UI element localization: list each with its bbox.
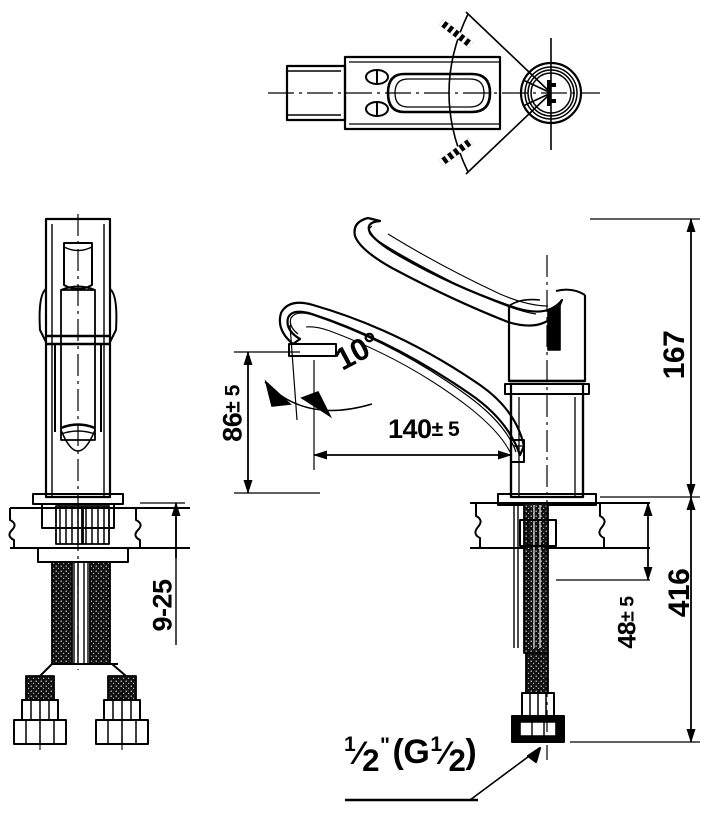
front-view-group (278, 216, 650, 802)
spout-height-value: 86 (217, 412, 248, 442)
deck-thickness-value: 9-25 (147, 579, 178, 632)
dimension-deck-thickness: 9-25 (147, 551, 178, 661)
annotation-thread-size: 1 ⁄ 2 " (G 1 ⁄ 2 ) (344, 733, 477, 779)
height-above-deck-value: 167 (658, 330, 691, 380)
shank-length-tolerance: ± 5 (616, 596, 639, 622)
spout-height-tolerance: ± 5 (221, 385, 245, 413)
thread-g-denominator: 2 (448, 743, 466, 779)
dimension-spout-reach: 140± 5 (388, 414, 460, 444)
spout-reach-value: 140 (388, 414, 432, 444)
dimension-lines-group (140, 218, 700, 743)
top-view-group (268, 11, 600, 175)
dimension-shank-length: 48± 5 (613, 573, 642, 673)
total-height-value: 416 (663, 568, 696, 618)
dimension-spout-height: 86± 5 (217, 359, 248, 469)
thread-size-denominator: 2 (362, 743, 380, 779)
shank-length-value: 48 (613, 621, 642, 649)
thread-g-prefix: (G (392, 733, 430, 771)
dimension-height-above-deck: 167 (658, 315, 691, 395)
thread-g-suffix: ) (465, 733, 477, 771)
thread-size-numerator: 1 (344, 733, 356, 757)
spout-reach-tolerance: ± 5 (431, 418, 460, 442)
thread-g-numerator: 1 (430, 733, 442, 757)
dimension-total-height: 416 (663, 553, 696, 633)
side-view-group (8, 214, 190, 752)
inch-mark: " (380, 733, 390, 757)
